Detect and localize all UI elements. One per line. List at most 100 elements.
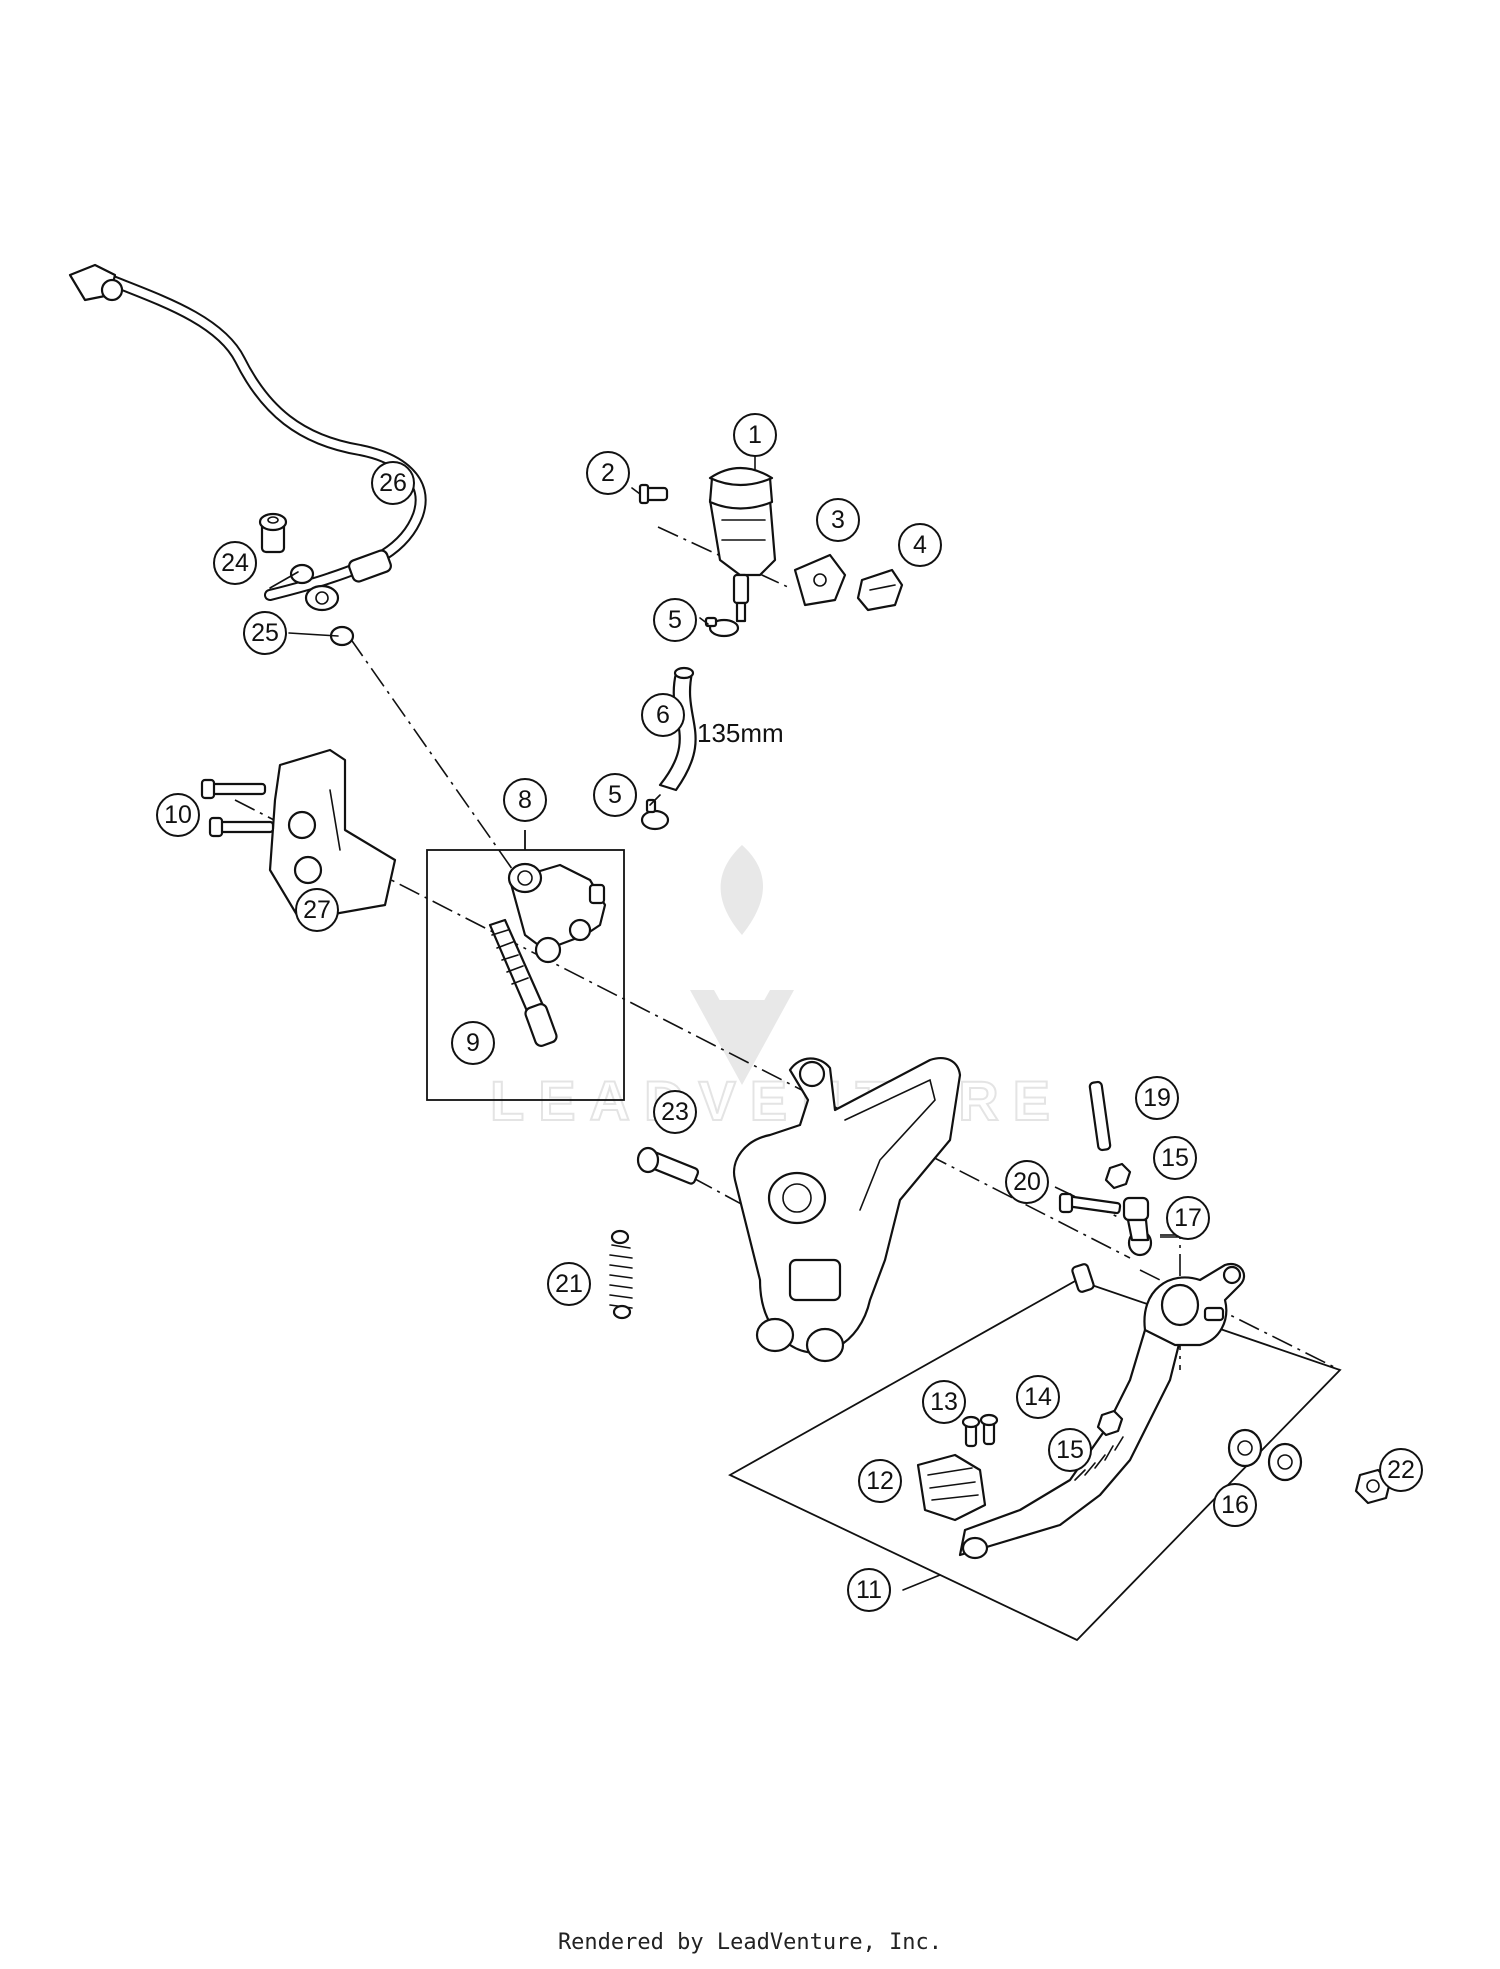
- callout-number: 15: [1056, 1436, 1084, 1464]
- callout-5: 5: [653, 598, 697, 642]
- pedal-bearings: [1227, 1428, 1303, 1482]
- banjo-bolt: [258, 512, 288, 554]
- callout-9: 9: [451, 1021, 495, 1065]
- callout-circle: [858, 1459, 902, 1503]
- callout-number: 15: [1161, 1144, 1189, 1172]
- callout-number: 6: [656, 701, 670, 729]
- callout-19: 19: [1135, 1076, 1179, 1120]
- callout-circle: [451, 1021, 495, 1065]
- callout-number: 17: [1174, 1204, 1202, 1232]
- callout-3: 3: [816, 498, 860, 542]
- return-spring: [609, 1229, 633, 1320]
- callout-10: 10: [156, 793, 200, 837]
- callout-circle: [641, 693, 685, 737]
- master-cylinder: [507, 862, 607, 964]
- callout-number: 23: [661, 1098, 689, 1126]
- callout-number: 8: [518, 786, 532, 814]
- callout-number: 12: [866, 1467, 894, 1495]
- clevis-nut-upper: [1104, 1162, 1132, 1190]
- callout-circle: [847, 1568, 891, 1612]
- callout-15: 15: [1153, 1136, 1197, 1180]
- callout-number: 5: [668, 606, 682, 634]
- callout-circle: [1135, 1076, 1179, 1120]
- callout-26: 26: [371, 461, 415, 505]
- reservoir-clip: [856, 568, 904, 612]
- step-plate-screws: [961, 1413, 999, 1448]
- footer-credit: Rendered by LeadVenture, Inc.: [557, 1930, 943, 1955]
- callout-2: 2: [586, 451, 630, 495]
- hose-clip-upper: [704, 616, 740, 638]
- callout-4: 4: [898, 523, 942, 567]
- callout-circle: [243, 611, 287, 655]
- callout-circle: [922, 1380, 966, 1424]
- callout-number: 26: [379, 469, 407, 497]
- callout-circle: [1213, 1483, 1257, 1527]
- sealing-washers: [289, 563, 355, 647]
- callout-circle: [1166, 1196, 1210, 1240]
- callout-11: 11: [847, 1568, 891, 1612]
- heel-guard: [268, 748, 397, 922]
- callout-circle: [733, 413, 777, 457]
- callout-circle: [586, 451, 630, 495]
- callout-circle: [653, 598, 697, 642]
- fluid-reservoir: [708, 467, 777, 623]
- callout-number: 13: [930, 1388, 958, 1416]
- hose-clip-lower: [640, 798, 670, 831]
- piston-kit: [488, 918, 558, 1047]
- callout-circle: [1005, 1160, 1049, 1204]
- callout-leaders: [269, 454, 941, 1591]
- callout-circle: [371, 461, 415, 505]
- callout-20: 20: [1005, 1160, 1049, 1204]
- callout-number: 1: [748, 421, 762, 449]
- callout-number: 27: [303, 896, 331, 924]
- callout-number: 5: [608, 781, 622, 809]
- callout-number: 19: [1143, 1084, 1171, 1112]
- heel-guard-bolts: [200, 778, 275, 838]
- callout-circle: [547, 1262, 591, 1306]
- reservoir-bracket: [793, 553, 847, 607]
- callout-number: 4: [913, 531, 927, 559]
- callout-22: 22: [1379, 1448, 1423, 1492]
- callout-number: 10: [164, 801, 192, 829]
- callout-circle: [898, 523, 942, 567]
- callout-number: 20: [1013, 1168, 1041, 1196]
- callout-number: 25: [251, 619, 279, 647]
- callout-number: 11: [856, 1576, 882, 1604]
- pivot-bolt: [636, 1146, 700, 1185]
- reservoir-screw: [638, 483, 669, 505]
- callout-circle: [816, 498, 860, 542]
- footrest-bracket: [732, 1057, 962, 1363]
- callout-number: 2: [601, 459, 615, 487]
- callout-number: 22: [1387, 1456, 1415, 1484]
- callout-25: 25: [243, 611, 287, 655]
- brake-line: [68, 263, 427, 612]
- callout-16: 16: [1213, 1483, 1257, 1527]
- callout-15: 15: [1048, 1428, 1092, 1472]
- pedal-step-plate: [916, 1453, 987, 1522]
- callout-number: 9: [466, 1029, 480, 1057]
- callout-circle: [156, 793, 200, 837]
- brake-pedal-box: [728, 1279, 1342, 1642]
- callout-circle: [295, 888, 339, 932]
- pedal-nut: [1096, 1409, 1124, 1437]
- callout-23: 23: [653, 1090, 697, 1134]
- callout-14: 14: [1016, 1375, 1060, 1419]
- callout-12: 12: [858, 1459, 902, 1503]
- callout-5: 5: [593, 773, 637, 817]
- callout-number: 3: [831, 506, 845, 534]
- callout-number: 16: [1221, 1491, 1249, 1519]
- clevis-pin: [1088, 1080, 1112, 1152]
- hose-length-label: 135mm: [697, 718, 784, 748]
- callout-8: 8: [503, 778, 547, 822]
- callout-circle: [593, 773, 637, 817]
- pedal-bolt: [1071, 1263, 1095, 1293]
- callout-circle: [1379, 1448, 1423, 1492]
- callout-27: 27: [295, 888, 339, 932]
- callout-1: 1: [733, 413, 777, 457]
- callout-circle: [1153, 1136, 1197, 1180]
- callout-number: 14: [1024, 1383, 1052, 1411]
- brake-pedal: [958, 1262, 1246, 1560]
- callout-13: 13: [922, 1380, 966, 1424]
- callout-21: 21: [547, 1262, 591, 1306]
